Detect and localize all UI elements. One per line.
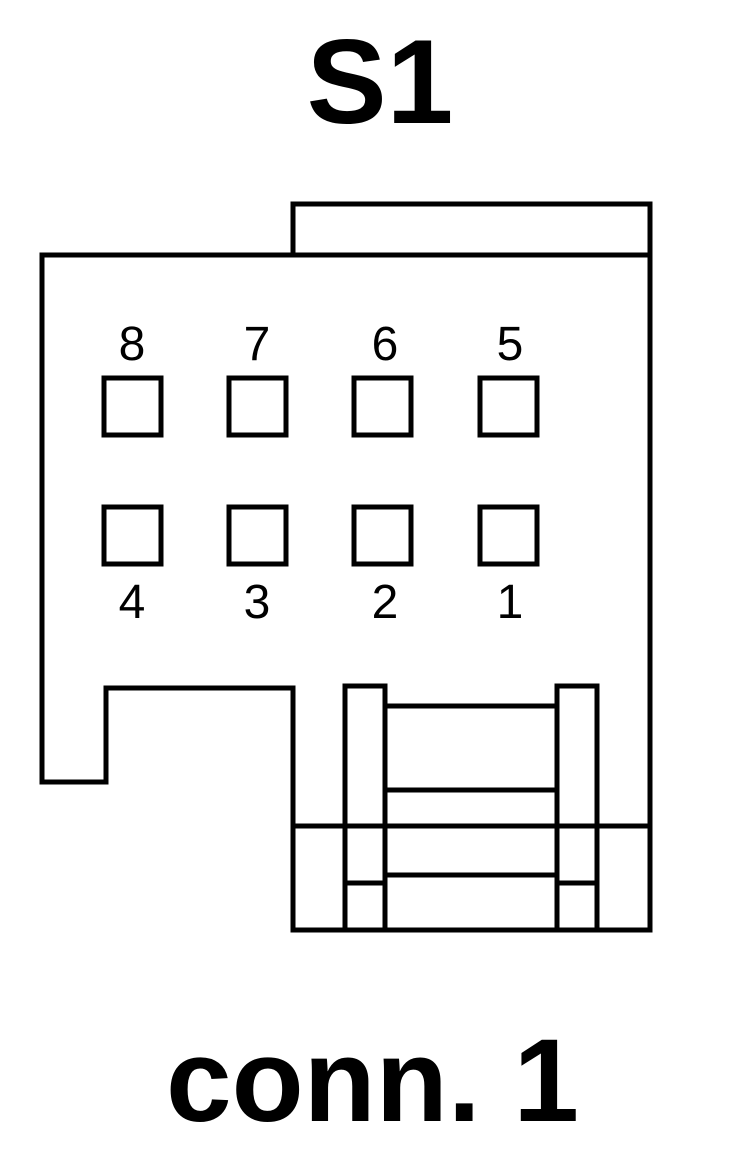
pin-pad-7 xyxy=(226,375,289,438)
connector-housing xyxy=(39,252,653,933)
pin-label-7: 7 xyxy=(244,318,271,371)
pin-label-6: 6 xyxy=(372,318,399,371)
pin-label-1: 1 xyxy=(497,576,524,629)
connector-top-tab xyxy=(290,201,653,255)
connector-title: S1 xyxy=(306,15,454,149)
pin-label-3: 3 xyxy=(244,576,271,629)
pin-label-2: 2 xyxy=(372,576,399,629)
pin-label-5: 5 xyxy=(497,318,524,371)
pin-pad-8 xyxy=(101,375,164,438)
latch-left-post xyxy=(342,683,388,933)
pin-label-4: 4 xyxy=(119,576,146,629)
pin-pad-5 xyxy=(477,375,540,438)
pin-pad-1 xyxy=(477,504,540,567)
pin-pad-2 xyxy=(351,504,414,567)
connector-footer-label: conn. 1 xyxy=(165,1015,580,1147)
pin-pad-4 xyxy=(101,504,164,567)
latch-right-post xyxy=(554,683,600,933)
pin-pad-3 xyxy=(226,504,289,567)
pin-label-8: 8 xyxy=(119,318,146,371)
pin-pad-6 xyxy=(351,375,414,438)
